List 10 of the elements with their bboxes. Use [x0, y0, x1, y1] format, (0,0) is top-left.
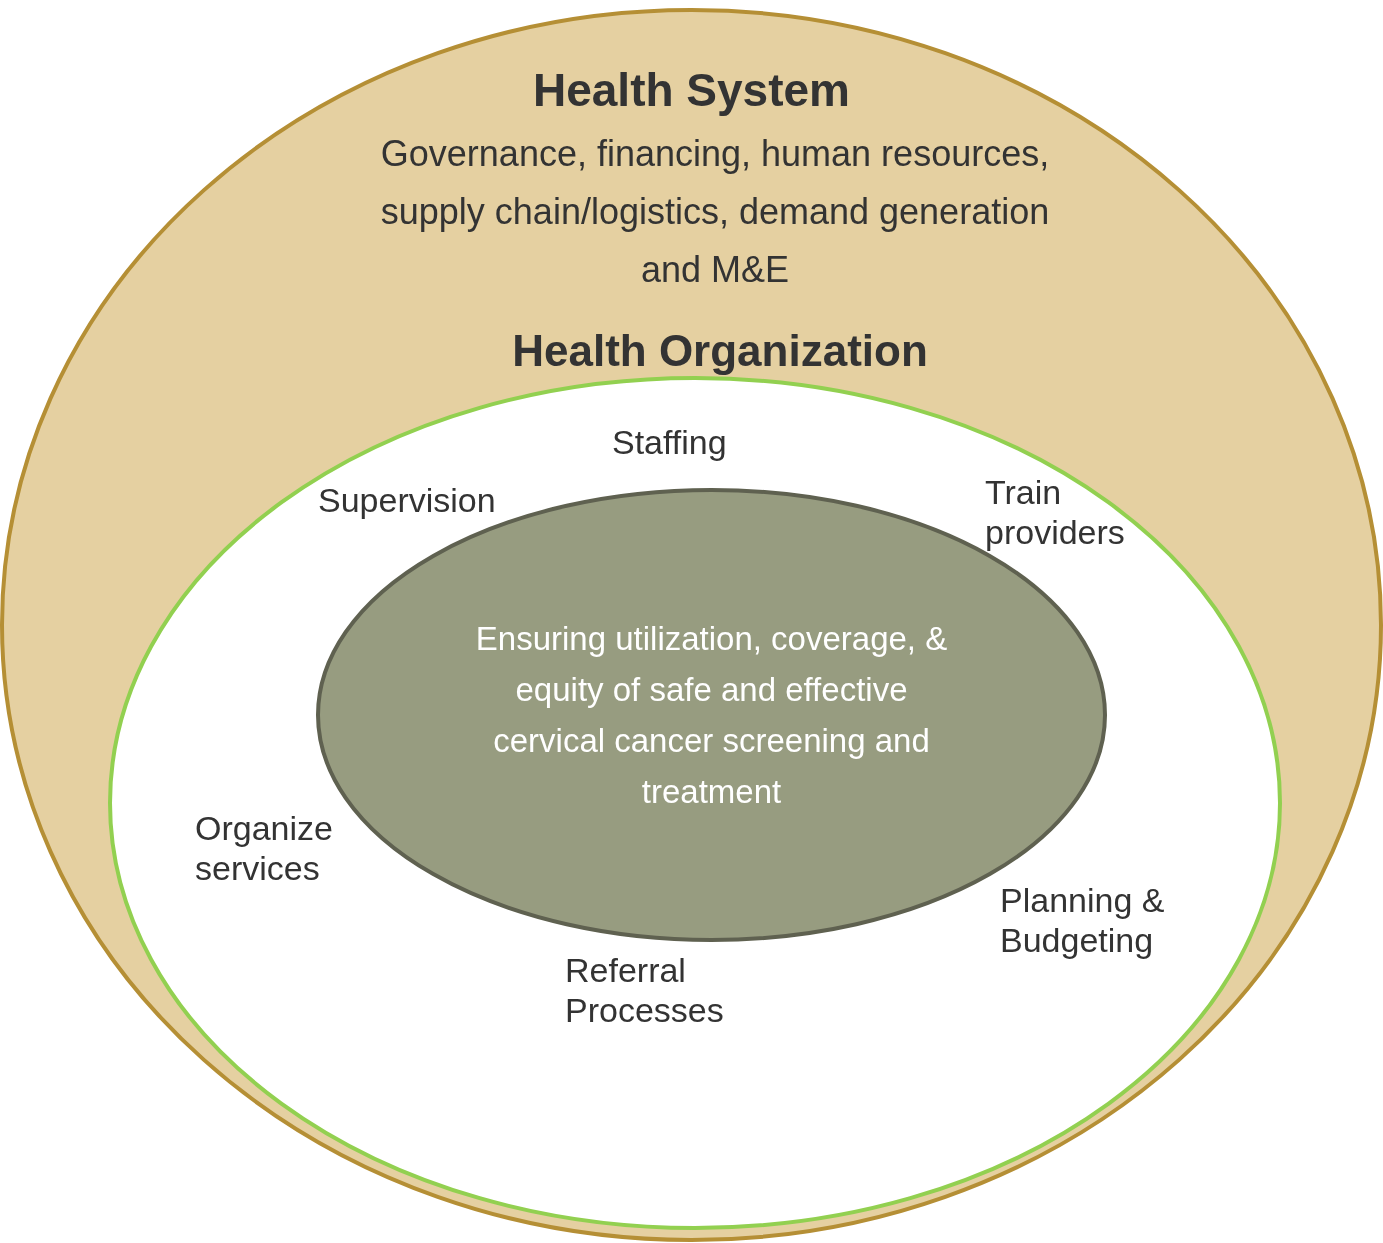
label-text: Organize services: [195, 808, 334, 888]
label-text: Staffing: [612, 422, 728, 462]
heading: Health System: [533, 63, 850, 118]
label-text: Train providers: [985, 472, 1126, 552]
label-text: Supervision: [318, 480, 497, 520]
description-text: Governance, financing, human resources, supply chain/logistics, demand generation and M&E: [379, 132, 1051, 292]
label-text: Planning & Budgeting: [1000, 880, 1166, 960]
center-text: Ensuring utilization, coverage, & equity of safe and effective cervical cancer screening and treatment: [474, 619, 949, 812]
heading: Health Organization: [512, 326, 928, 376]
label-text: Referral Processes: [565, 950, 725, 1030]
